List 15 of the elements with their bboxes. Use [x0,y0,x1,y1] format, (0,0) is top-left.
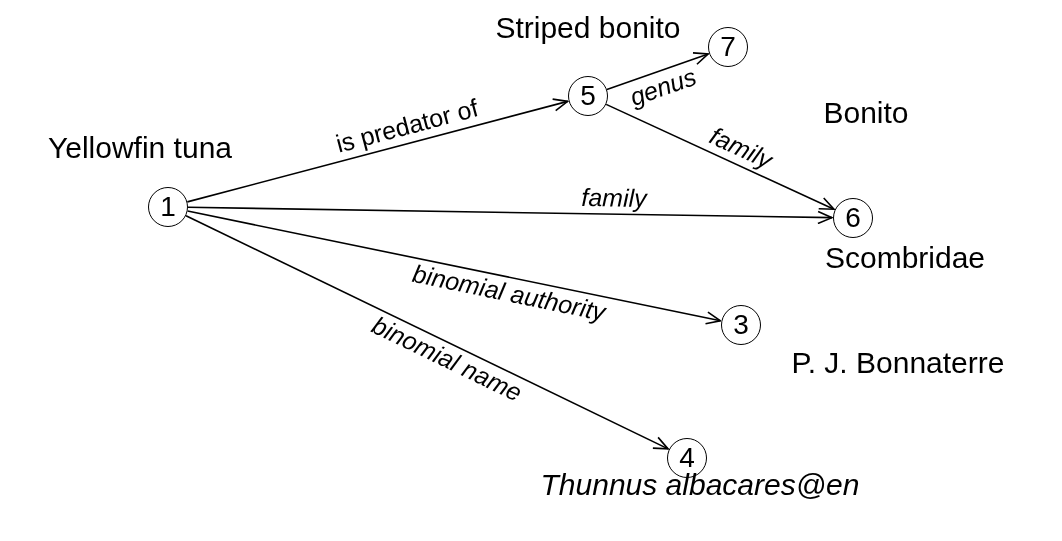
edge-label: genus [627,63,700,110]
arrow [187,206,833,225]
arrow [185,214,669,450]
node-name: Bonito [823,98,909,128]
node-name: Striped bonito [495,13,681,43]
node-name: Scombridae [824,243,986,273]
node-name: Yellowfin tuna [48,133,232,163]
edge-label: family [580,185,647,212]
node-name: P. J. Bonnaterre [791,348,1005,378]
arrow [186,210,722,325]
arrow [606,52,709,91]
edge-label: binomial authority [410,261,608,326]
arrow [186,98,569,203]
edge-label: is predator of [333,95,481,157]
edge-label: family [705,122,776,173]
